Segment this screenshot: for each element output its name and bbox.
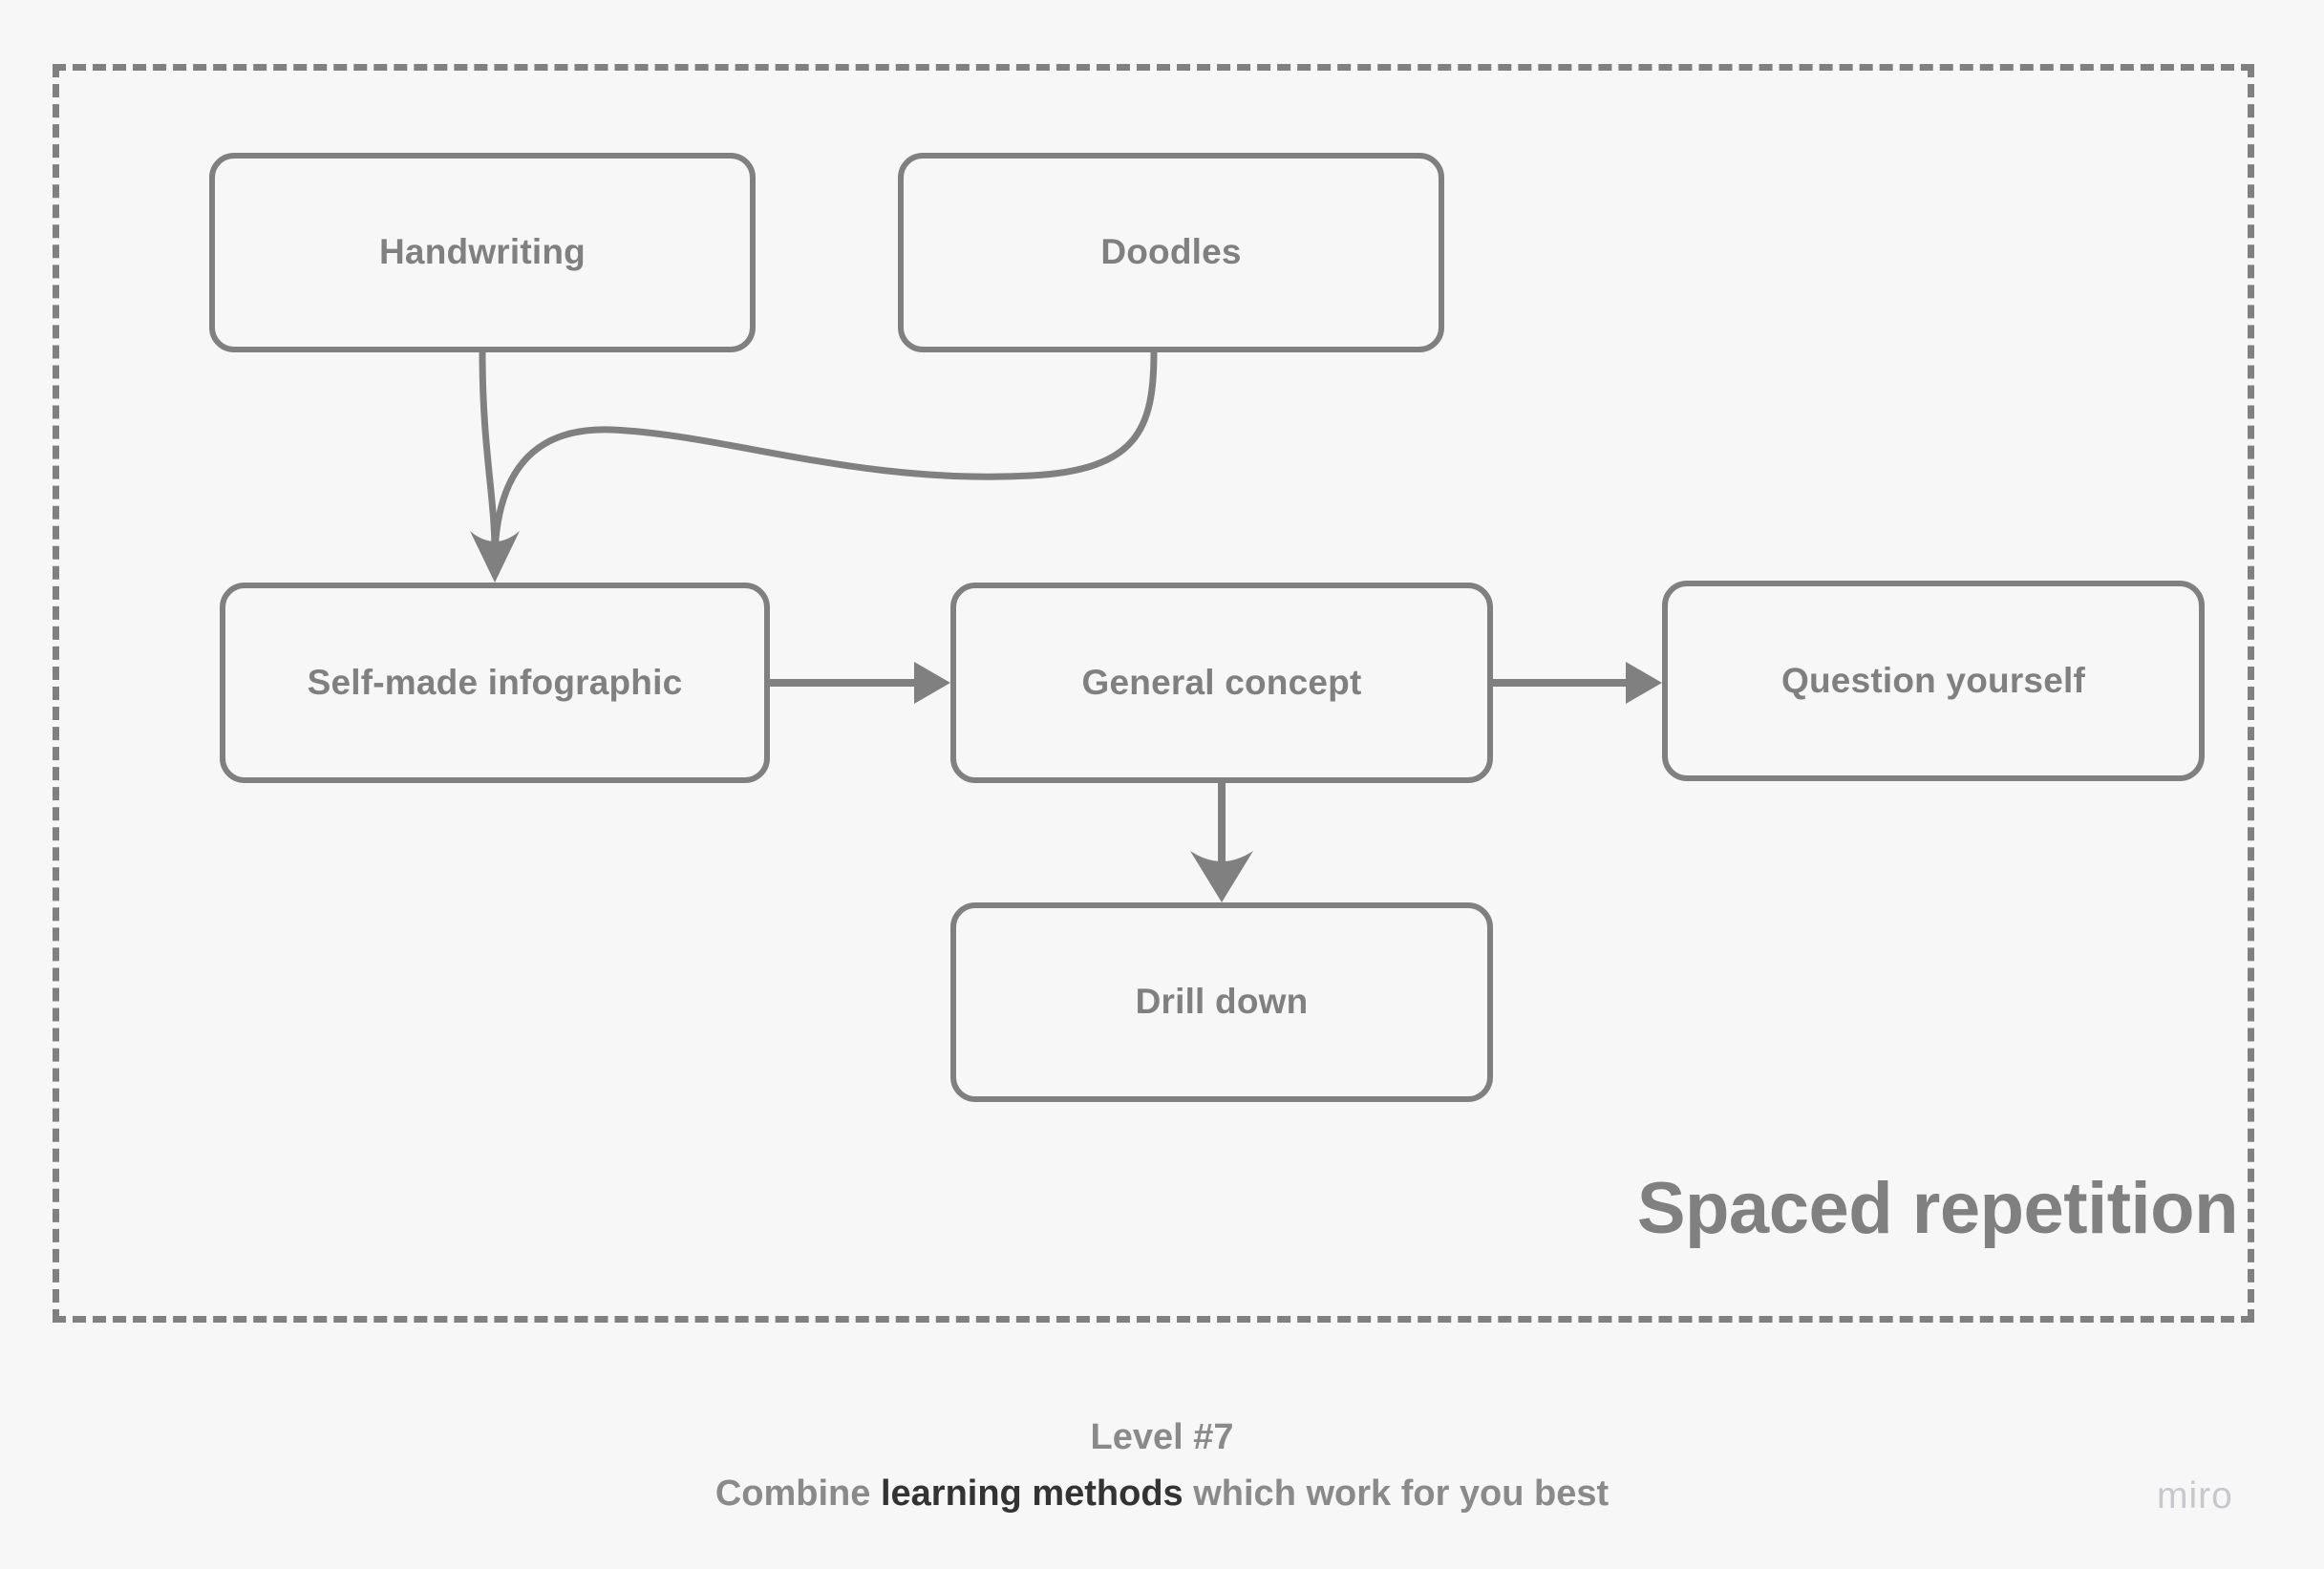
node-self-made-infographic[interactable]: Self-made infographic (220, 583, 770, 783)
caption-block: Level #7 Combine learning methods which … (0, 1413, 2324, 1519)
node-drill-down-label: Drill down (1135, 982, 1309, 1022)
node-handwriting[interactable]: Handwriting (209, 153, 756, 352)
node-general-concept[interactable]: General concept (950, 583, 1493, 783)
node-general-concept-label: General concept (1081, 662, 1362, 702)
node-doodles[interactable]: Doodles (898, 153, 1444, 352)
node-handwriting-label: Handwriting (379, 232, 586, 272)
caption-text-emphasis: learning methods (880, 1474, 1183, 1515)
caption-text-before: Combine (714, 1474, 881, 1515)
node-question-yourself[interactable]: Question yourself (1662, 581, 2205, 781)
node-doodles-label: Doodles (1100, 232, 1242, 272)
frame-title: Spaced repetition (1636, 1168, 2239, 1249)
node-self-made-infographic-label: Self-made infographic (307, 662, 683, 702)
caption-text-after: which work for you best (1183, 1474, 1610, 1515)
node-question-yourself-label: Question yourself (1781, 660, 2085, 700)
miro-watermark: miro (2157, 1475, 2233, 1516)
caption-level: Level #7 (1090, 1417, 1234, 1457)
spaced-repetition-frame (53, 64, 2254, 1323)
caption-sentence: Combine learning methods which work for … (0, 1470, 2324, 1518)
node-drill-down[interactable]: Drill down (950, 902, 1493, 1102)
